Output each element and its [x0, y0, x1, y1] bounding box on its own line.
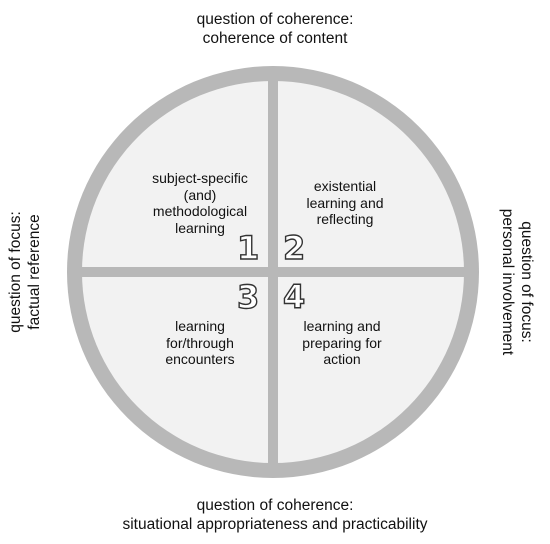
- quadrant-4-number: 4: [282, 278, 306, 316]
- quadrant-3-number: 3: [236, 278, 260, 316]
- horizontal-divider: [81, 267, 465, 277]
- quadrant-2-text: existential learning and reflecting: [306, 178, 384, 227]
- right-label: question of focus: personal involvement: [499, 208, 535, 356]
- left-label: question of focus: factual reference: [7, 211, 43, 333]
- top-label: question of coherence: coherence of cont…: [196, 11, 354, 47]
- quadrant-2-number: 2: [282, 229, 306, 267]
- quadrant-4-text: learning and preparing for action: [302, 318, 382, 367]
- quadrant-3-text: learning for/through encounters: [165, 318, 235, 367]
- quadrant-1-number: 1: [236, 229, 260, 267]
- bottom-label: question of coherence: situational appro…: [122, 497, 428, 533]
- quadrant-1-text: subject-specific (and) methodological le…: [152, 170, 248, 236]
